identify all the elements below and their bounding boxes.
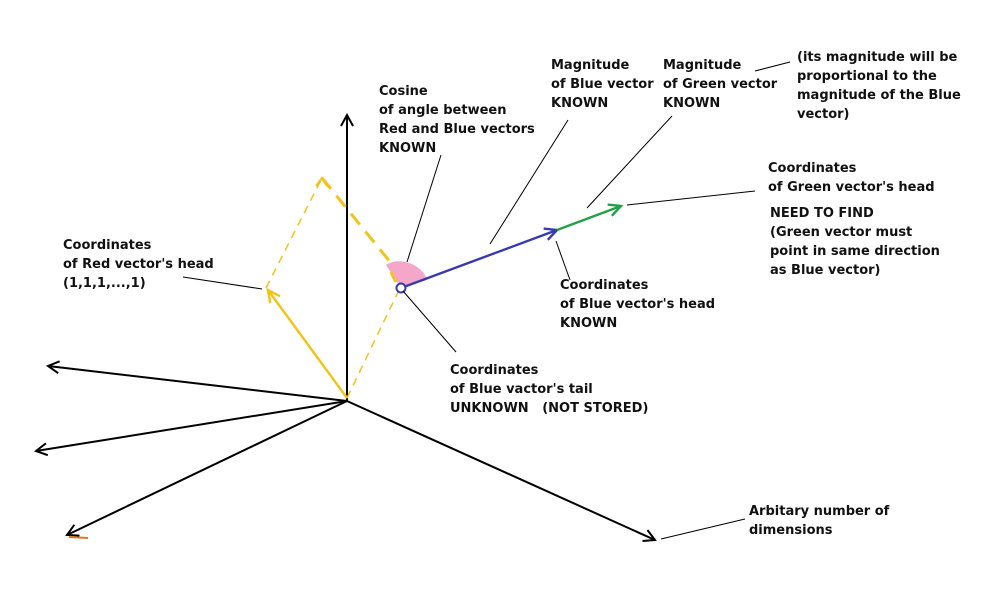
red-projection-2 [320, 177, 397, 269]
leader-blue-head [555, 240, 571, 281]
blue-vector [400, 227, 560, 290]
leader-mag-green [586, 115, 673, 209]
label-proportional-note: (its magnitude will be proportional to t… [797, 50, 961, 122]
axis-down-right [346, 400, 655, 540]
label-green-head: Coordinates of Green vector's head [768, 161, 935, 195]
leader-mag-blue [489, 119, 569, 245]
blue-tail-circle [395, 282, 407, 294]
red-projection-3 [346, 287, 401, 399]
leader-dimensions [660, 518, 746, 540]
label-red-head: Coordinates of Red vector's head (1,1,1,… [63, 238, 214, 291]
label-cosine: Cosine of angle between Red and Blue vec… [379, 84, 535, 156]
leader-blue-tail [402, 290, 457, 353]
leader-cosine [406, 154, 442, 263]
leader-red-head [182, 276, 263, 290]
red-head-tick [315, 176, 328, 187]
leader-green-head [626, 190, 756, 206]
green-vector [556, 203, 624, 232]
axis-tip-mark [68, 536, 89, 539]
label-need-to-find: NEED TO FIND (Green vector must point in… [770, 206, 940, 278]
label-magnitude-blue: Magnitude of Blue vector KNOWN [551, 58, 654, 111]
leader-proportional [754, 61, 791, 72]
label-dimensions: Arbitary number of dimensions [749, 504, 890, 538]
red-vector [266, 287, 348, 399]
axis-left-lower [36, 400, 348, 451]
label-blue-tail: Coordinates of Blue vactor's tail UNKNOW… [450, 363, 649, 416]
label-blue-head: Coordinates of Blue vector's head KNOWN [560, 278, 716, 331]
label-magnitude-green: Magnitude of Green vector KNOWN [663, 58, 778, 111]
axis-down-left [67, 400, 348, 535]
red-projection-1 [265, 177, 323, 289]
axis-left-upper [48, 366, 348, 402]
angle-wedge-edge [389, 271, 398, 283]
